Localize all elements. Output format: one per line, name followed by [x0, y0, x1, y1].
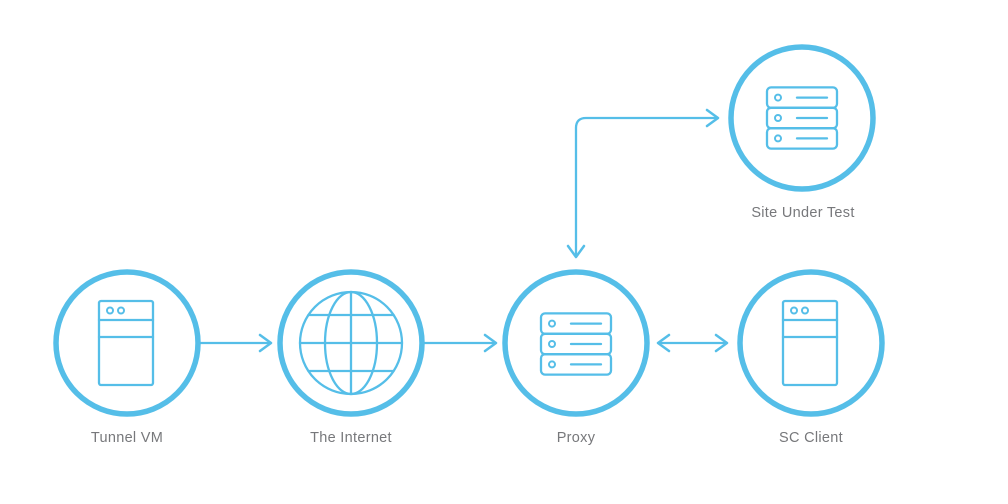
- tower-server-icon: [97, 299, 155, 387]
- globe-icon: [298, 290, 404, 396]
- server-stack-icon: [539, 312, 613, 376]
- arrowhead-down: [566, 244, 586, 259]
- node-site-under-test: Site Under Test: [728, 44, 876, 221]
- edge-proxy-site-under-test: [566, 108, 720, 259]
- node-proxy: Proxy: [502, 269, 650, 446]
- node-circle: [737, 269, 885, 417]
- node-label: Tunnel VM: [91, 430, 163, 446]
- arrowhead-left: [656, 333, 671, 353]
- edge-tunnel-vm-internet: [196, 333, 273, 353]
- node-sc-client: SC Client: [737, 269, 885, 446]
- edge-internet-proxy: [422, 333, 498, 353]
- node-the-internet: The Internet: [277, 269, 425, 446]
- arrowhead-right: [705, 108, 720, 128]
- node-label: The Internet: [310, 430, 392, 446]
- node-label: SC Client: [779, 430, 843, 446]
- arrowhead-right: [258, 333, 273, 353]
- edge-line: [574, 116, 717, 256]
- edge-proxy-sc-client: [656, 333, 729, 353]
- tower-server-icon: [781, 299, 839, 387]
- arrowhead-right: [483, 333, 498, 353]
- node-circle: [53, 269, 201, 417]
- node-label: Proxy: [557, 430, 596, 446]
- arrowhead-right: [714, 333, 729, 353]
- server-stack-icon: [765, 86, 839, 150]
- node-label: Site Under Test: [751, 205, 854, 221]
- node-tunnel-vm: Tunnel VM: [53, 269, 201, 446]
